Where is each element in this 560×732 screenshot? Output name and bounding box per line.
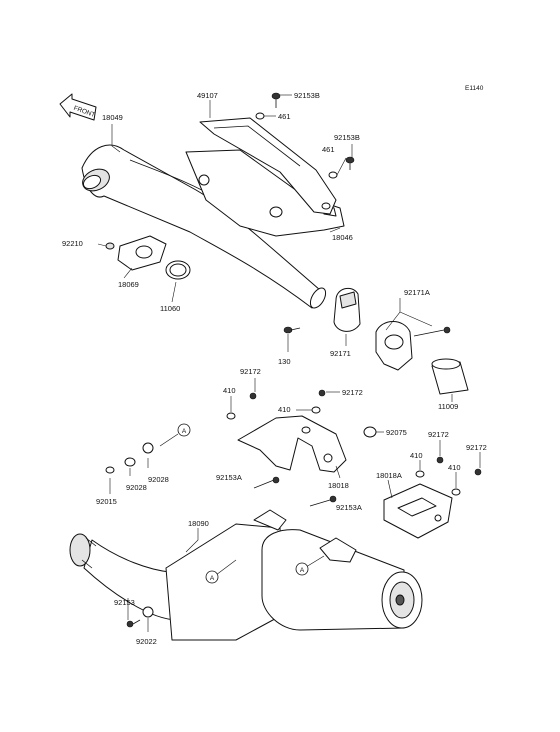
- washer-461-top: [255, 112, 265, 120]
- label-11009: 11009: [438, 402, 458, 411]
- clamp-92171a: [375, 321, 451, 371]
- label-18049: 18049: [102, 113, 123, 122]
- label-92153a-right: 92153A: [336, 503, 362, 512]
- label-92172-b: 92172: [342, 388, 363, 397]
- label-410-c: 410: [410, 451, 423, 460]
- label-92028-b: 92028: [126, 483, 147, 492]
- diagram-code: E1140: [465, 85, 484, 92]
- label-92153a-left: 92153A: [216, 473, 242, 482]
- label-18046: 18046: [332, 233, 353, 242]
- washer-461-right: [328, 171, 338, 179]
- front-direction-arrow: FRONT: [59, 93, 97, 121]
- label-92171a: 92171A: [404, 288, 430, 297]
- clamp-92171: [333, 287, 361, 332]
- muffler-18090: [69, 509, 423, 641]
- label-49107: 49107: [197, 91, 218, 100]
- label-92153b-top: 92153B: [294, 91, 320, 100]
- muffler-guard-18018a: [383, 483, 453, 539]
- label-92015: 92015: [96, 497, 117, 506]
- label-18018a: 18018A: [376, 471, 402, 480]
- label-410-b: 410: [278, 405, 291, 414]
- bolt-92172-d: [474, 468, 482, 476]
- label-18069: 18069: [118, 280, 139, 289]
- muffler-bracket-18018: [237, 415, 347, 473]
- reference-marker-label: A: [210, 575, 215, 582]
- label-92028-a: 92028: [148, 475, 169, 484]
- connector-pipe-11009: [431, 358, 469, 395]
- washer-410-d: [451, 488, 461, 496]
- label-461-right: 461: [322, 145, 335, 154]
- washer-410-b: [311, 406, 321, 414]
- damper-92075: [363, 426, 377, 438]
- bolt-130: [283, 326, 301, 334]
- label-92210: 92210: [62, 239, 83, 248]
- bolt-92153: [126, 619, 141, 628]
- bolt-92172-a: [249, 392, 257, 400]
- washer-410-c: [415, 470, 425, 478]
- bolt-92153b-right: [345, 156, 355, 170]
- label-92172-c: 92172: [428, 430, 449, 439]
- label-410-a: 410: [223, 386, 236, 395]
- bolt-92172-c: [436, 456, 444, 464]
- label-130: 130: [278, 357, 291, 366]
- label-11060: 11060: [160, 304, 180, 313]
- bolt-92153a-left: [253, 476, 280, 489]
- label-92022: 92022: [136, 637, 157, 646]
- exhaust-flange-18069: [117, 235, 167, 271]
- damper-92022: [142, 606, 154, 618]
- label-92171: 92171: [330, 349, 351, 358]
- label-18018: 18018: [328, 481, 349, 490]
- bolt-92153b-top: [271, 92, 281, 108]
- label-92172-d: 92172: [466, 443, 487, 452]
- reference-marker-a-2: A: [205, 570, 219, 584]
- label-92075: 92075: [386, 428, 407, 437]
- bolt-92153a-right: [309, 495, 337, 507]
- gasket-ring-11060: [165, 260, 191, 280]
- label-92153: 92153: [114, 598, 135, 607]
- label-92172-a: 92172: [240, 367, 261, 376]
- reference-marker-label: A: [300, 567, 305, 574]
- damper-92028: [124, 442, 154, 467]
- bolt-92172-b: [318, 389, 326, 397]
- label-410-d: 410: [448, 463, 461, 472]
- reference-marker-a-3: A: [295, 562, 309, 576]
- nut-92210: [105, 242, 115, 250]
- reference-marker-label: A: [182, 428, 187, 435]
- washer-410-a: [226, 412, 236, 420]
- heat-guard-cover: [199, 117, 337, 215]
- label-18090: 18090: [188, 519, 209, 528]
- label-461-top: 461: [278, 112, 291, 121]
- label-92153b-right: 92153B: [334, 133, 360, 142]
- reference-marker-a-1: A: [177, 423, 191, 437]
- washer-92015: [105, 466, 115, 474]
